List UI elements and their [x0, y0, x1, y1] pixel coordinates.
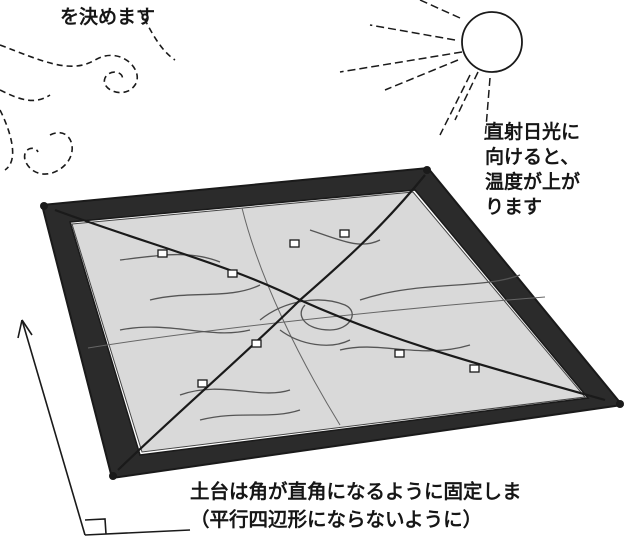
right-angle-marker-icon [84, 518, 191, 536]
sun-caption-line-4: ります [485, 196, 543, 218]
sun-caption-line-2: 向けると、 [485, 146, 580, 168]
sun-icon [339, 0, 523, 141]
direction-arrow-icon [17, 319, 86, 536]
corner-anchors [40, 166, 624, 480]
base-caption-line-1: 土台は角が直角になるように固定しま [190, 480, 522, 503]
sun-caption-line-3: 温度が上が [485, 171, 581, 193]
wind-swirl-icon [0, 9, 176, 175]
wind-caption-fragment: を決めます [60, 6, 156, 28]
base-caption-line-2: （平行四辺形にならないように） [190, 508, 483, 531]
sun-caption-line-1: 直射日光に [485, 121, 581, 143]
sun-direction-caption: 直射日光に 向けると、 温度が上が ります [485, 120, 580, 220]
tie-strings [54, 174, 606, 471]
base-instruction-caption: 土台は角が直角になるように固定しま （平行四辺形にならないように） [190, 478, 522, 534]
string-clips [157, 229, 480, 388]
